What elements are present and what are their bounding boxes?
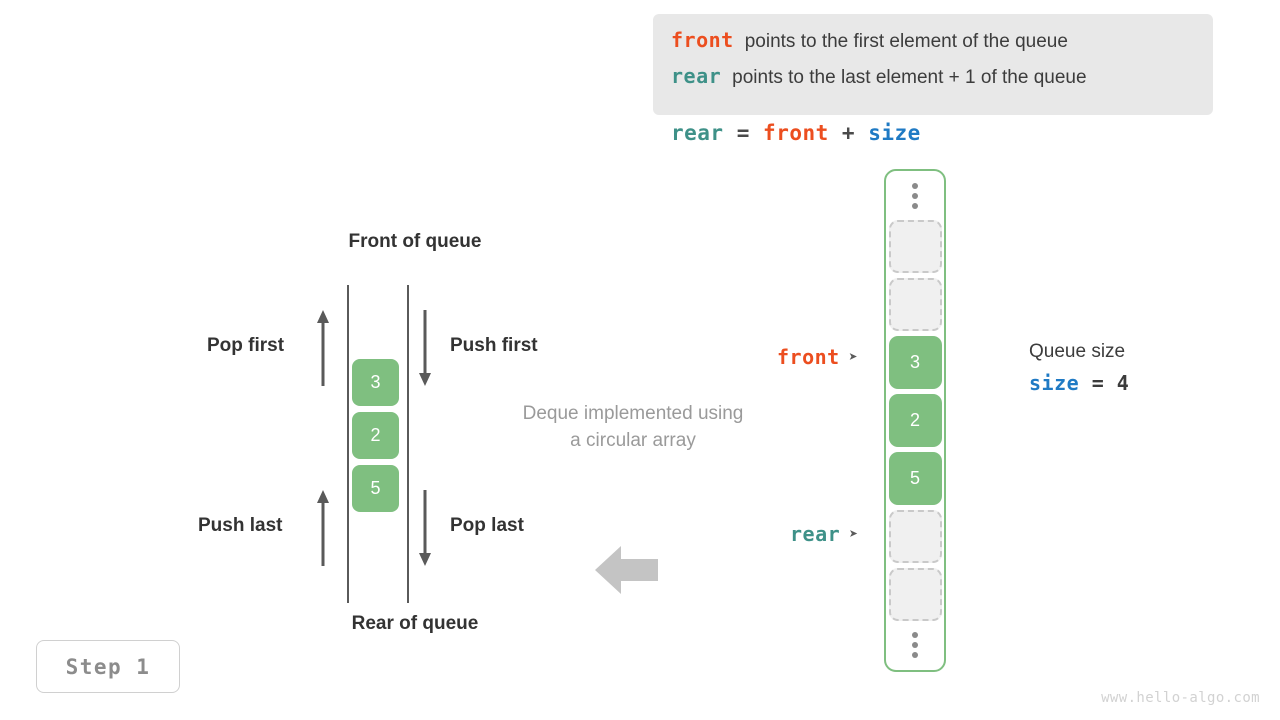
legend-row-front: front points to the first element of the… (671, 28, 1195, 64)
queue-size-expression: size = 4 (1029, 371, 1130, 395)
array-slot (888, 278, 942, 331)
pointer-front-label: front (777, 345, 840, 369)
array-slot: 5 (888, 452, 942, 505)
legend-description-rear: points to the last element + 1 of the qu… (732, 67, 1087, 88)
deque-cell: 2 (352, 412, 399, 459)
watermark: www.hello-algo.com (1101, 690, 1260, 706)
rear-of-queue-label: Rear of queue (351, 613, 479, 634)
formula-lhs-rear: rear (671, 121, 724, 145)
pointer-front: front ➤ (777, 345, 858, 369)
queue-size-variable: size (1029, 371, 1080, 395)
arrow-up-push-last-icon (317, 490, 329, 566)
array-slot (888, 220, 942, 273)
deque-caption-line-2: a circular array (570, 430, 696, 451)
operation-label-pop-first: Pop first (207, 335, 285, 356)
formula-rear-equals-front-plus-size: rear = front + size (671, 121, 921, 145)
operation-label-push-last: Push last (198, 515, 283, 536)
pointer-arrow-right-icon: ➤ (849, 524, 859, 543)
formula-equals-sign: = (736, 121, 750, 145)
deque-caption: Deque implemented using a circular array (494, 400, 772, 454)
legend-box: front points to the first element of the… (653, 14, 1213, 115)
front-of-queue-label: Front of queue (348, 231, 482, 252)
queue-size-panel: Queue size size = 4 (1029, 341, 1129, 395)
queue-size-title: Queue size (1029, 341, 1126, 362)
legend-row-rear: rear points to the last element + 1 of t… (671, 64, 1195, 100)
ellipsis-top-icon (912, 183, 918, 209)
deque-cell: 3 (352, 359, 399, 406)
array-slot: 2 (888, 394, 942, 447)
array-slot (888, 510, 942, 563)
operation-label-pop-last: Pop last (450, 515, 524, 536)
pointer-rear-label: rear (790, 522, 841, 546)
array-slot-list: 3 2 5 (888, 220, 942, 621)
formula-plus-sign: + (841, 121, 856, 145)
deque-channel-line-left (347, 285, 349, 603)
arrow-up-pop-first-icon (317, 310, 329, 386)
deque-diagram: Front of queue 3 2 5 Pop first Push last… (180, 225, 743, 645)
circular-array-container: 3 2 5 (884, 169, 946, 672)
arrow-down-pop-last-icon (419, 490, 431, 566)
pointer-rear: rear ➤ (790, 522, 859, 546)
deque-channel-line-right (407, 285, 409, 603)
array-slot: 3 (888, 336, 942, 389)
queue-size-value: 4 (1116, 371, 1130, 395)
legend-keyword-rear: rear (671, 64, 722, 88)
formula-term-size: size (868, 121, 921, 145)
pointer-arrow-right-icon: ➤ (848, 347, 859, 366)
legend-description-front: points to the first element of the queue (744, 31, 1068, 52)
formula-term-front: front (763, 121, 829, 145)
deque-caption-line-1: Deque implemented using (522, 403, 744, 424)
arrow-down-push-first-icon (419, 310, 431, 386)
operation-label-push-first: Push first (450, 335, 538, 356)
arrow-left-block-icon (595, 546, 658, 594)
deque-cell: 5 (352, 465, 399, 512)
legend-keyword-front: front (671, 28, 734, 52)
array-slot (888, 568, 942, 621)
step-badge: Step 1 (36, 640, 180, 693)
ellipsis-bottom-icon (912, 632, 918, 658)
